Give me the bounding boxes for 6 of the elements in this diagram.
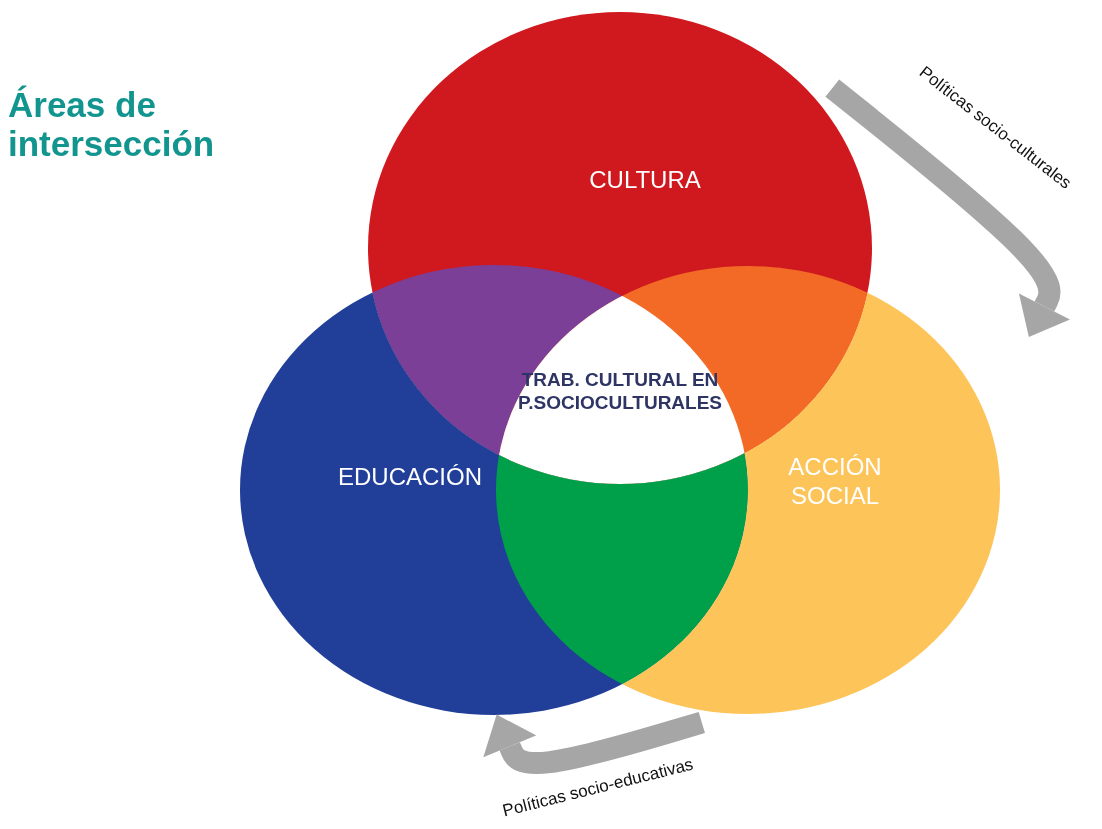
curved-arrow bbox=[825, 79, 1070, 338]
title: Áreas de intersección bbox=[8, 86, 216, 163]
circle-label: ACCIÓN SOCIAL bbox=[787, 453, 883, 511]
circle-label: CULTURA bbox=[588, 165, 702, 195]
circle-label: EDUCACIÓN bbox=[337, 462, 483, 492]
curved-arrow bbox=[483, 711, 705, 774]
